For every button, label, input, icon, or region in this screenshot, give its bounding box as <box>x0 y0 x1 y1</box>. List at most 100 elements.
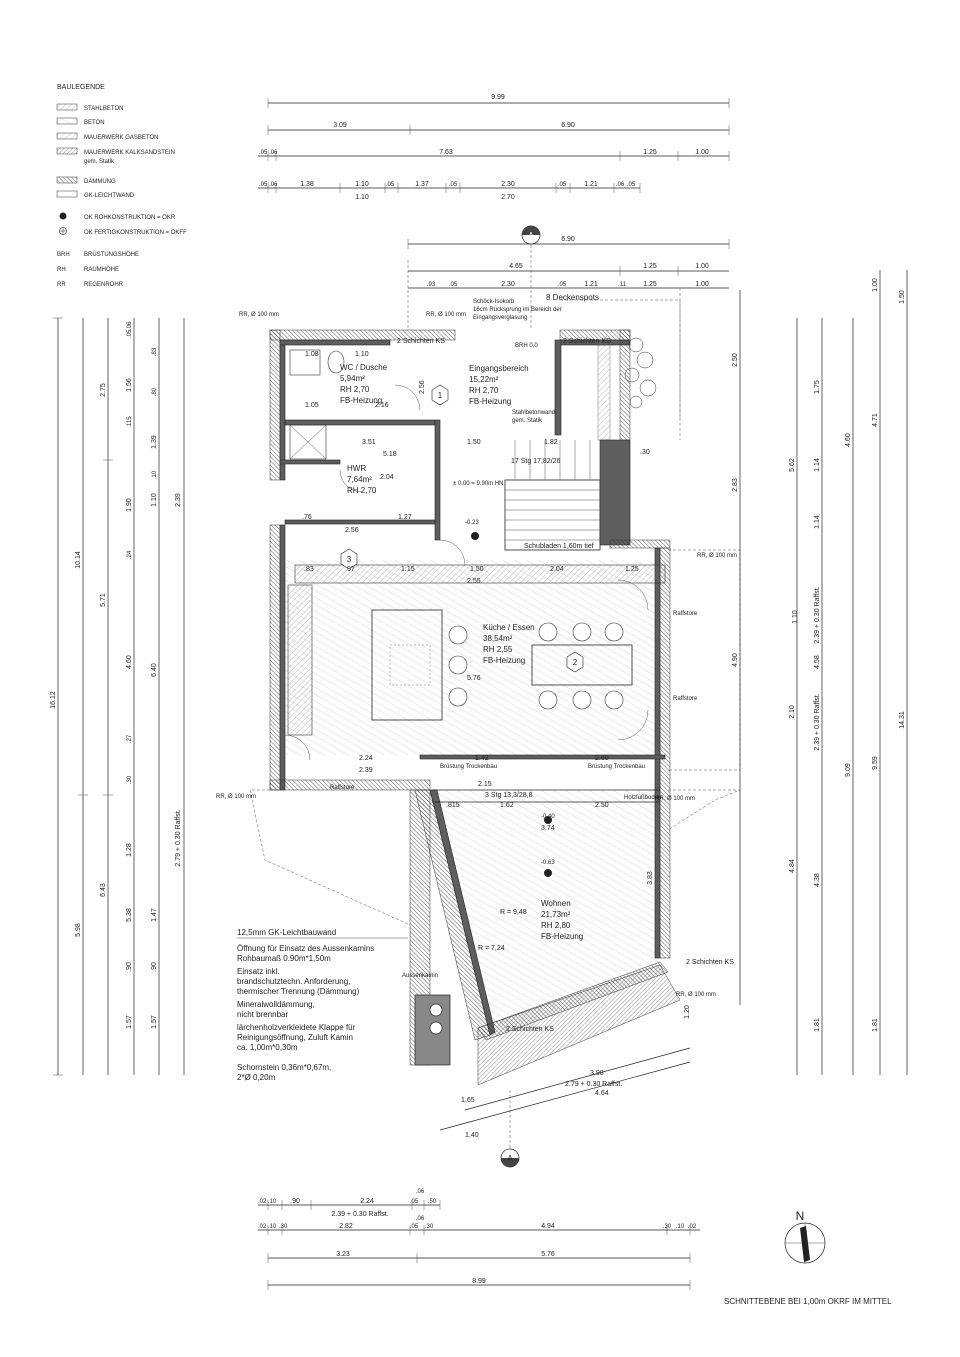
section-marker-top: A <box>521 225 541 330</box>
dim-right-c4-4: 1.20 <box>684 1005 691 1019</box>
dim-top-r4-6: .05 <box>449 182 458 188</box>
dim-bot-r3-1: 5.76 <box>541 1251 555 1258</box>
room-living-area: 21,73m² <box>541 910 571 919</box>
dim-left-c5-1: 2.79 + 0.30 Raffst. <box>175 809 182 866</box>
legend-title: BAULEGENDE <box>57 84 105 91</box>
dim-left-c4-11: 1.57 <box>151 1015 158 1029</box>
rd-hall-2: 2.04 <box>380 474 394 481</box>
dim-bot-r1-5: .50 <box>428 1199 437 1205</box>
left-dimensions: 16.12 10.14 5.98 2.75 5.71 6.43 .06 .05 … <box>50 317 185 1076</box>
dim-bot-r2-8: .10 <box>676 1224 685 1230</box>
dim-top-r4-8: .05 <box>558 182 567 188</box>
room-entry-rh: RH 2,70 <box>469 386 499 395</box>
legend-item-beton: BETON <box>84 120 105 126</box>
dim-left-c4-3: .80 <box>152 387 158 396</box>
note-einsatz-2: brandschutztechn. Anforderung, <box>237 977 350 986</box>
rd-wc-1: 1.10 <box>355 351 369 358</box>
dining-table <box>531 644 633 686</box>
dim-bot-r2-4: .05 <box>410 1224 419 1230</box>
note-laerche-2: Reinigungsöffnung, Zuluft Kamin <box>237 1033 353 1042</box>
note-level-zero: ± 0.00 = 9.90m HN <box>453 481 503 487</box>
legend-okr: OK ROHKONSTRUKTION = OKR <box>84 215 176 221</box>
dim-bot-r1b-0: 2.39 + 0.30 Raffst. <box>331 1211 388 1218</box>
dim-upper-r2-0: 4.65 <box>509 263 523 270</box>
room-kitchen-heat: FB-Heizung <box>483 656 525 665</box>
north-label: N <box>796 1209 805 1223</box>
note-schornstein-1: Schornstein 0,36m*0,67m, <box>237 1063 331 1072</box>
note-rr-6: RR, Ø 100 mm <box>655 796 695 802</box>
dim-left-total: 16.12 <box>50 691 57 709</box>
legend-okff: OK FERTIGKONSTRUKTION = OKFF <box>84 230 187 236</box>
note-radius-1: R = 9,48 <box>500 909 527 916</box>
rd-hall-14: 1.27 <box>398 514 412 521</box>
dim-upper-r3-4: 1.21 <box>584 281 598 288</box>
dim-top-r2-a: 3.09 <box>333 122 347 129</box>
room-hwr-area: 7,64m² <box>347 475 372 484</box>
note-spots: 8 Deckenspots <box>546 293 599 302</box>
note-stair-2: 3 Stg 13,3/28,8 <box>485 792 533 799</box>
dim-left-c3-11: 1.28 <box>126 843 133 857</box>
dim-right-c1-0: 1.50 <box>899 290 906 304</box>
rd-kitchen-7: 2.04 <box>550 566 564 573</box>
note-statik: gem. Statik <box>512 418 543 424</box>
abbr-rh: RAUMHÖHE <box>84 266 119 273</box>
dim-bot-r2b-0: .06 <box>416 1216 425 1222</box>
room-hwr-name: HWR <box>347 464 366 473</box>
abbr-key-brh: BRH <box>57 252 70 258</box>
rd-kitchen-0: .83 <box>304 566 314 573</box>
rd-living-19: 2.79 + 0.30 Raffst. <box>565 1081 622 1088</box>
swatch-beton <box>56 117 78 125</box>
note-holzboden: Holzfußboden <box>624 795 661 801</box>
dim-top-r4b-1: 2.70 <box>501 194 515 201</box>
note-ks-bottom: 2 Schichten KS <box>506 1026 554 1033</box>
section-marker-bottom: A <box>500 1090 520 1168</box>
sideboard <box>294 564 666 584</box>
rd-wc-0: 1.08 <box>305 351 319 358</box>
room-labels: WC / Dusche 5,94m² RH 2,70 FB-Heizung Ei… <box>340 363 583 941</box>
kitchen-cabinets <box>287 584 313 736</box>
door-swings <box>284 384 649 761</box>
rd-living-16: 1.40 <box>465 1132 479 1139</box>
dim-upper-r3-3: .05 <box>558 282 567 288</box>
dim-left-c3-1: .05 <box>127 329 133 338</box>
dim-left-c2-2: 6.43 <box>100 883 107 897</box>
dim-left-c4-9: 1.47 <box>151 908 158 922</box>
dim-left-c3-5: .24 <box>127 550 133 559</box>
dim-right-c4-2: 4.90 <box>732 653 739 667</box>
rd-kitchen-3: 1.15 <box>401 566 415 573</box>
dim-right-c3-2: 4.38 <box>814 873 821 887</box>
dim-top-r2-b: 6.90 <box>561 122 575 129</box>
plants <box>624 337 657 409</box>
dim-top-r4b-0: 1.10 <box>355 194 369 201</box>
dim-upper-r3-7: 1.00 <box>695 281 709 288</box>
legend-item-kalksandstein-sub: gem. Statik <box>84 159 115 165</box>
room-kitchen-rh: RH 2,55 <box>483 645 513 654</box>
dim-left-c3-6: 4.60 <box>126 655 133 669</box>
note-laerche-3: ca. 1,00m*0,30m <box>237 1043 298 1052</box>
rd-kitchen-14: 1.42 <box>475 755 489 762</box>
dim-top-r4-7: 2.30 <box>501 181 515 188</box>
dim-bot-r2-3: 2.82 <box>339 1223 353 1230</box>
dim-upper-r3-0: .93 <box>427 282 436 288</box>
dim-top-r3-1: .06 <box>269 150 278 156</box>
note-raff-3: Raffstore <box>673 696 698 702</box>
room-living-name: Wohnen <box>541 899 571 908</box>
note-rr-2: RR, Ø 100 mm <box>426 312 466 318</box>
swatch-kalksandstein <box>56 147 78 155</box>
legend-item-gasbeton: MAUERWERK GASBETON <box>84 135 158 141</box>
note-raff-2: Raffstore <box>673 611 698 617</box>
dim-right-c1-2: 9.59 <box>872 756 879 770</box>
rd-living-7: 3.74 <box>541 825 555 832</box>
note-rr-4: RR, Ø 100 mm <box>216 794 256 800</box>
rd-kitchen-16: 2.39 <box>359 767 373 774</box>
dim-bot-r4-0: 8.99 <box>472 1278 486 1285</box>
dim-top-r4-0: .05 <box>259 182 268 188</box>
note-opening-1: Öffnung für Einsatz des Aussenkamins <box>237 944 374 953</box>
dim-top-r3-4: 1.00 <box>695 149 709 156</box>
dim-right-c1-1: 4.71 <box>872 413 879 427</box>
note-ks-top-right: 2 Schichten KS <box>563 338 611 345</box>
room-wc-rh: RH 2,70 <box>340 385 370 394</box>
room-kitchen-area: 38,54m² <box>483 634 513 643</box>
room-living-rh: RH 2,80 <box>541 921 571 930</box>
